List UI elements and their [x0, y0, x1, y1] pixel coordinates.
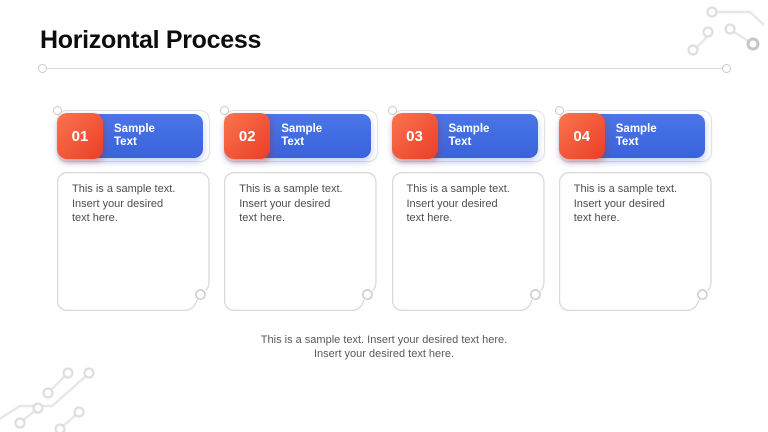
step-number-badge: 01 [57, 113, 103, 159]
process-card-3: 03 Sample Text This is a sample text. In… [387, 106, 545, 311]
card-header: 03 Sample Text [387, 106, 545, 162]
pin-circle-icon [722, 64, 731, 73]
pin-circle-icon [38, 64, 47, 73]
card-body-outline [57, 172, 210, 311]
slide-caption: This is a sample text. Insert your desir… [260, 334, 508, 360]
card-header: 01 Sample Text [53, 106, 211, 162]
card-body-outline [224, 172, 377, 311]
pin-circle-icon [554, 106, 564, 115]
step-description: This is a sample text. Insert your desir… [72, 183, 176, 224]
circuit-trace-decoration-icon [0, 367, 95, 432]
card-body: This is a sample text. Insert your desir… [224, 172, 377, 311]
step-title: Sample Text [615, 123, 657, 148]
pin-circle-icon [220, 106, 230, 115]
card-body-outline [559, 172, 712, 311]
card-body: This is a sample text. Insert your desir… [559, 172, 712, 311]
step-title: Sample Text [448, 123, 490, 148]
card-header-bar: 01 Sample Text [57, 113, 204, 159]
card-header: 02 Sample Text [220, 106, 378, 162]
step-number-badge: 03 [391, 113, 438, 159]
card-body: This is a sample text. Insert your desir… [57, 172, 210, 311]
card-header: 04 Sample Text [554, 106, 712, 162]
process-steps-row: 01 Sample Text This is a sample text. In… [53, 106, 712, 311]
circuit-trace-decoration-icon [687, 6, 765, 56]
step-description: This is a sample text. Insert your desir… [239, 183, 343, 224]
pin-circle-icon [53, 106, 62, 115]
process-card-4: 04 Sample Text This is a sample text. In… [554, 106, 712, 311]
step-description: This is a sample text. Insert your desir… [573, 183, 678, 224]
step-number-badge: 02 [224, 113, 271, 159]
step-title: Sample Text [114, 123, 155, 148]
title-divider-line [46, 68, 723, 69]
page-title: Horizontal Process [40, 26, 262, 54]
card-header-bar: 03 Sample Text [391, 113, 538, 159]
step-number-badge: 04 [558, 113, 605, 159]
card-body-outline [392, 172, 545, 311]
card-header-bar: 04 Sample Text [558, 113, 705, 159]
card-header-bar: 02 Sample Text [224, 113, 371, 159]
step-title: Sample Text [281, 123, 323, 148]
card-body: This is a sample text. Insert your desir… [392, 172, 545, 311]
process-card-2: 02 Sample Text This is a sample text. In… [220, 106, 378, 311]
step-description: This is a sample text. Insert your desir… [406, 183, 510, 224]
process-card-1: 01 Sample Text This is a sample text. In… [53, 106, 211, 311]
pin-circle-icon [387, 106, 397, 115]
